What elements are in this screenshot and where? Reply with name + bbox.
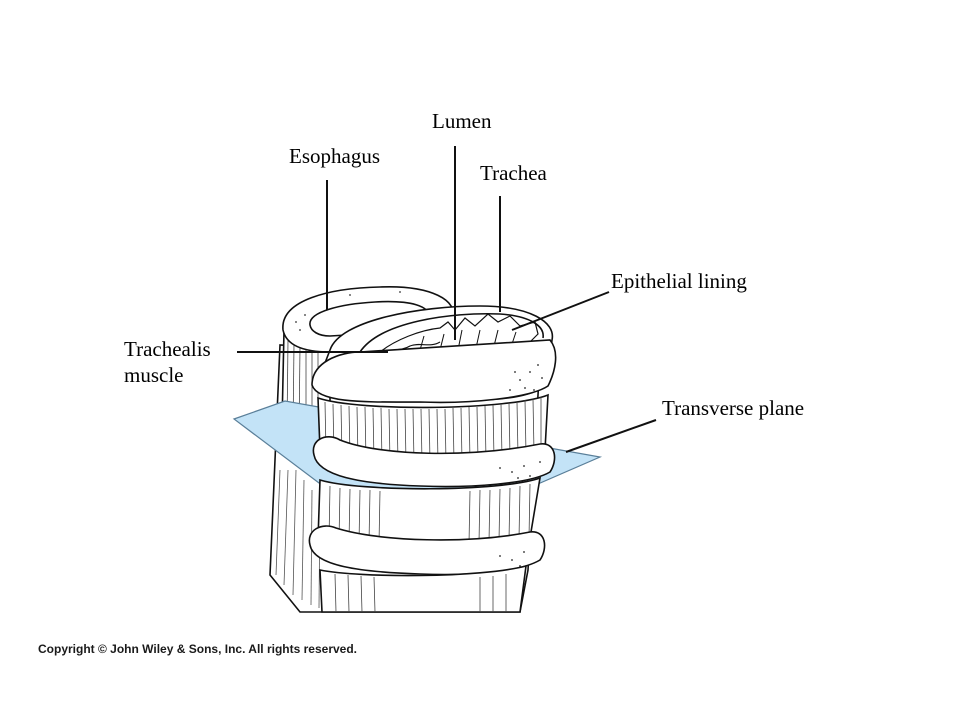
leader-transverse-plane	[565, 419, 657, 453]
cartilage-ring-1	[311, 339, 557, 404]
leader-lines	[237, 146, 657, 453]
label-trachealis-line2: muscle	[124, 363, 184, 387]
label-trachea: Trachea	[480, 161, 547, 185]
copyright-notice: Copyright © John Wiley & Sons, Inc. All …	[38, 642, 358, 656]
label-esophagus: Esophagus	[289, 144, 380, 168]
label-transverse-plane: Transverse plane	[662, 396, 805, 420]
label-trachealis-line1: Trachealis	[124, 337, 211, 361]
label-lumen: Lumen	[432, 109, 492, 133]
label-epithelial-lining: Epithelial lining	[611, 269, 747, 293]
leader-epithelial-lining	[511, 291, 610, 331]
cartilage-ring-2	[312, 436, 556, 488]
cartilage-ring-3	[308, 525, 546, 576]
label-trachealis-muscle: Trachealis muscle	[124, 336, 234, 388]
trachea-band-3	[319, 564, 527, 613]
